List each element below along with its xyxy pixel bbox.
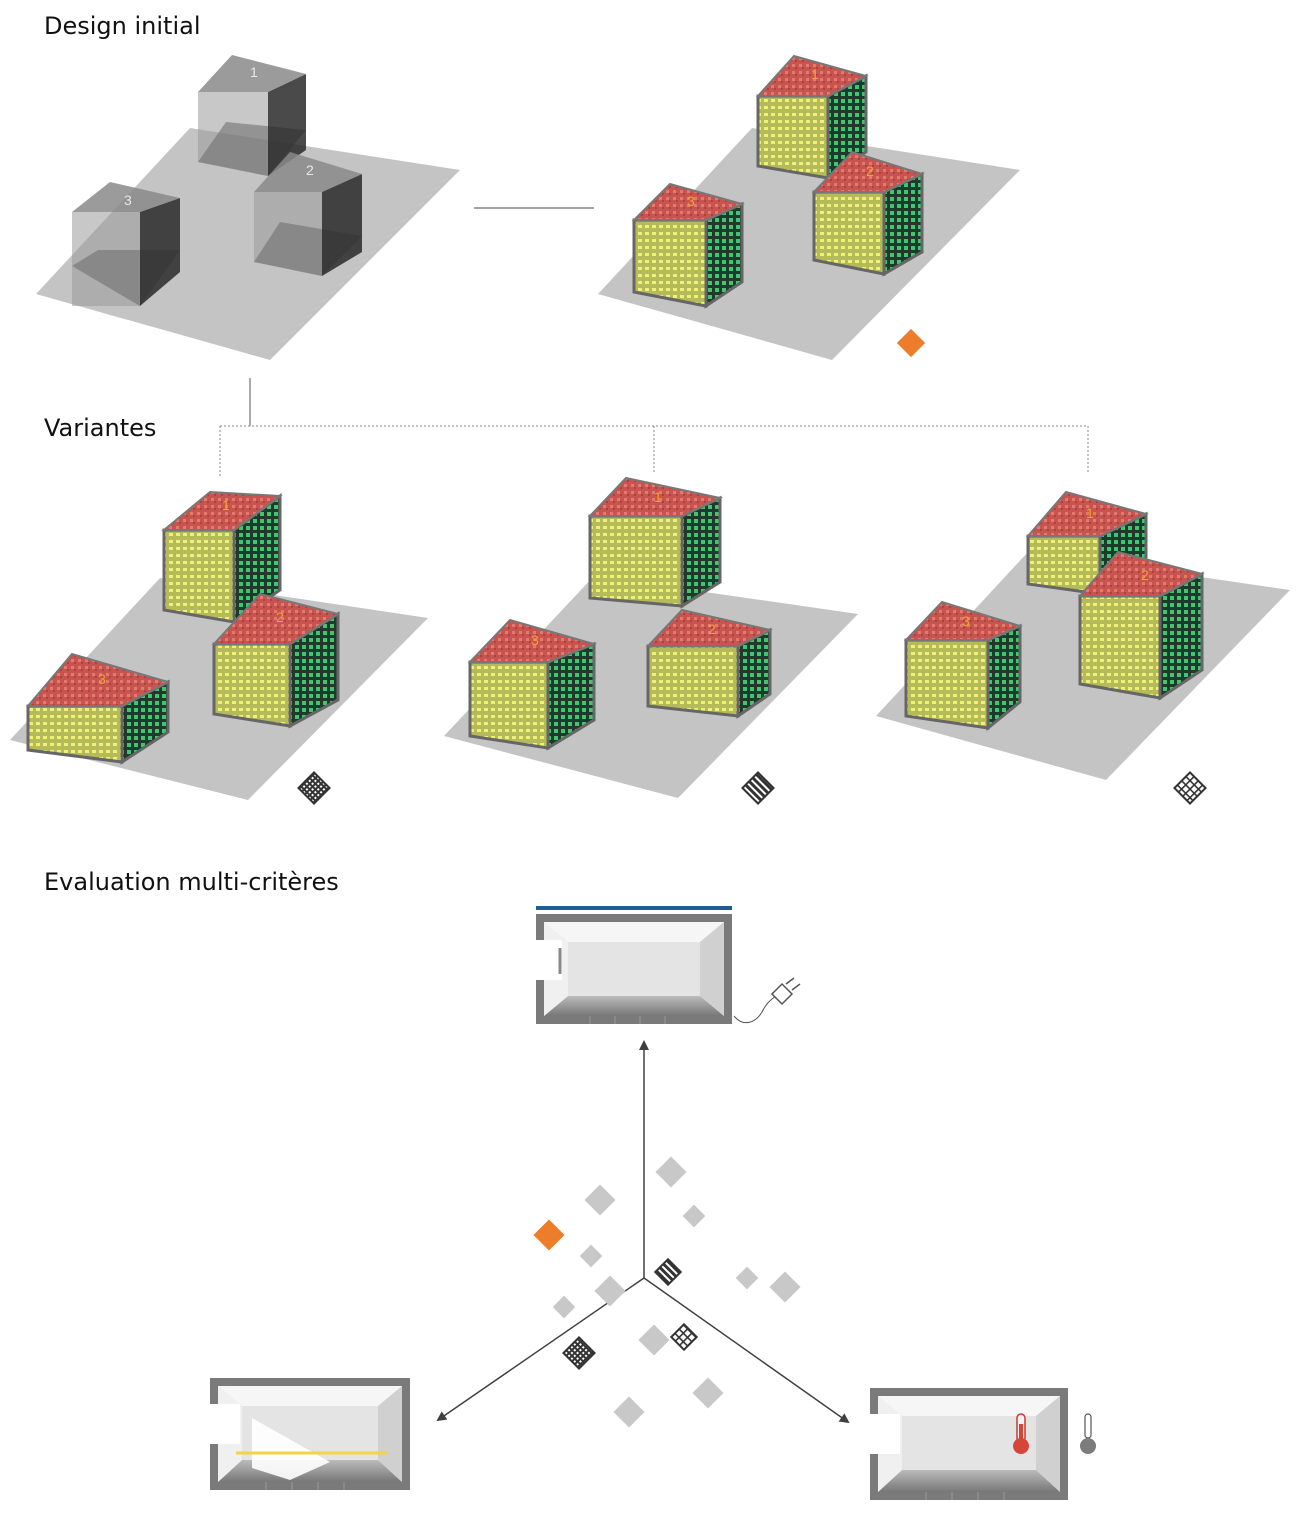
result-marker: [552, 1295, 576, 1319]
variant-a-building-2: 2: [211, 592, 341, 729]
result-marker: [579, 1244, 603, 1268]
initial-building-1: 1: [198, 55, 306, 176]
building-label-2: 2: [276, 609, 284, 625]
variant-b-result-marker: [653, 1257, 683, 1287]
result-marker: [735, 1266, 759, 1290]
variant-b-building-3: 3: [467, 618, 598, 751]
building-label-2: 2: [1141, 567, 1149, 583]
plug-icon: [733, 977, 801, 1024]
building-label-3: 3: [98, 671, 106, 687]
section-title-initial: Design initial: [44, 12, 201, 40]
result-marker: [638, 1324, 670, 1356]
building-label-2: 2: [708, 621, 716, 637]
evaluation-axes: [436, 1040, 850, 1424]
building-label-1: 1: [250, 64, 258, 80]
building-label-1: 1: [1086, 505, 1094, 521]
variant-b-model: 3 1 2: [444, 476, 858, 805]
section-title-evaluation: Evaluation multi-critères: [44, 868, 339, 896]
energy-criterion-room: [536, 906, 801, 1024]
variant-b-building-1: 1: [587, 476, 724, 609]
building-label-1: 1: [222, 497, 230, 513]
result-marker: [594, 1275, 626, 1307]
comfort-axis: [643, 1277, 850, 1424]
initial-building-3: 3: [72, 182, 180, 306]
initial-design-result-marker: [533, 1219, 565, 1251]
building-label-2: 2: [306, 162, 314, 178]
variant-a-marker: [297, 771, 331, 805]
building-label-3: 3: [962, 613, 970, 629]
pv-building-2: 2: [811, 150, 925, 277]
variant-a-model: 3 1 2: [10, 490, 428, 805]
variant-b-building-2: 2: [645, 608, 773, 719]
result-marker: [584, 1184, 616, 1216]
building-label-1: 1: [811, 66, 819, 82]
daylight-criterion-room: [210, 1378, 410, 1490]
result-marker: [682, 1204, 706, 1228]
variant-connector-tree: [219, 378, 1089, 476]
pv-building-3: 3: [631, 182, 745, 309]
building-label-2: 2: [866, 163, 874, 179]
comfort-criterion-room: [870, 1388, 1096, 1500]
variant-c-model: 3 1 2: [876, 490, 1290, 805]
initial-pv-model: 3 1 2: [598, 54, 1020, 360]
variant-c-building-3: 3: [903, 600, 1023, 732]
variant-b-marker: [741, 771, 775, 805]
initial-building-2: 2: [254, 152, 362, 276]
result-marker: [692, 1377, 724, 1409]
variant-a-result-marker: [562, 1336, 596, 1370]
variant-a-building-3: 3: [25, 652, 171, 765]
initial-massing-model: 3 1 2: [36, 55, 460, 360]
variant-c-marker: [1173, 771, 1207, 805]
result-marker: [655, 1156, 687, 1188]
variant-c-building-2: 2: [1077, 550, 1205, 701]
variant-c-result-marker: [669, 1322, 699, 1352]
thermometer-small-icon: [1080, 1413, 1096, 1454]
building-label-1: 1: [654, 489, 662, 505]
section-title-variants: Variantes: [44, 414, 157, 442]
building-label-3: 3: [531, 632, 539, 648]
evaluation-results: [533, 1156, 801, 1428]
initial-design-marker: [896, 328, 926, 358]
result-marker: [769, 1271, 801, 1303]
building-label-3: 3: [687, 193, 695, 209]
building-label-3: 3: [124, 192, 132, 208]
result-marker: [613, 1396, 645, 1428]
thermometer-icon: [1013, 1413, 1029, 1454]
